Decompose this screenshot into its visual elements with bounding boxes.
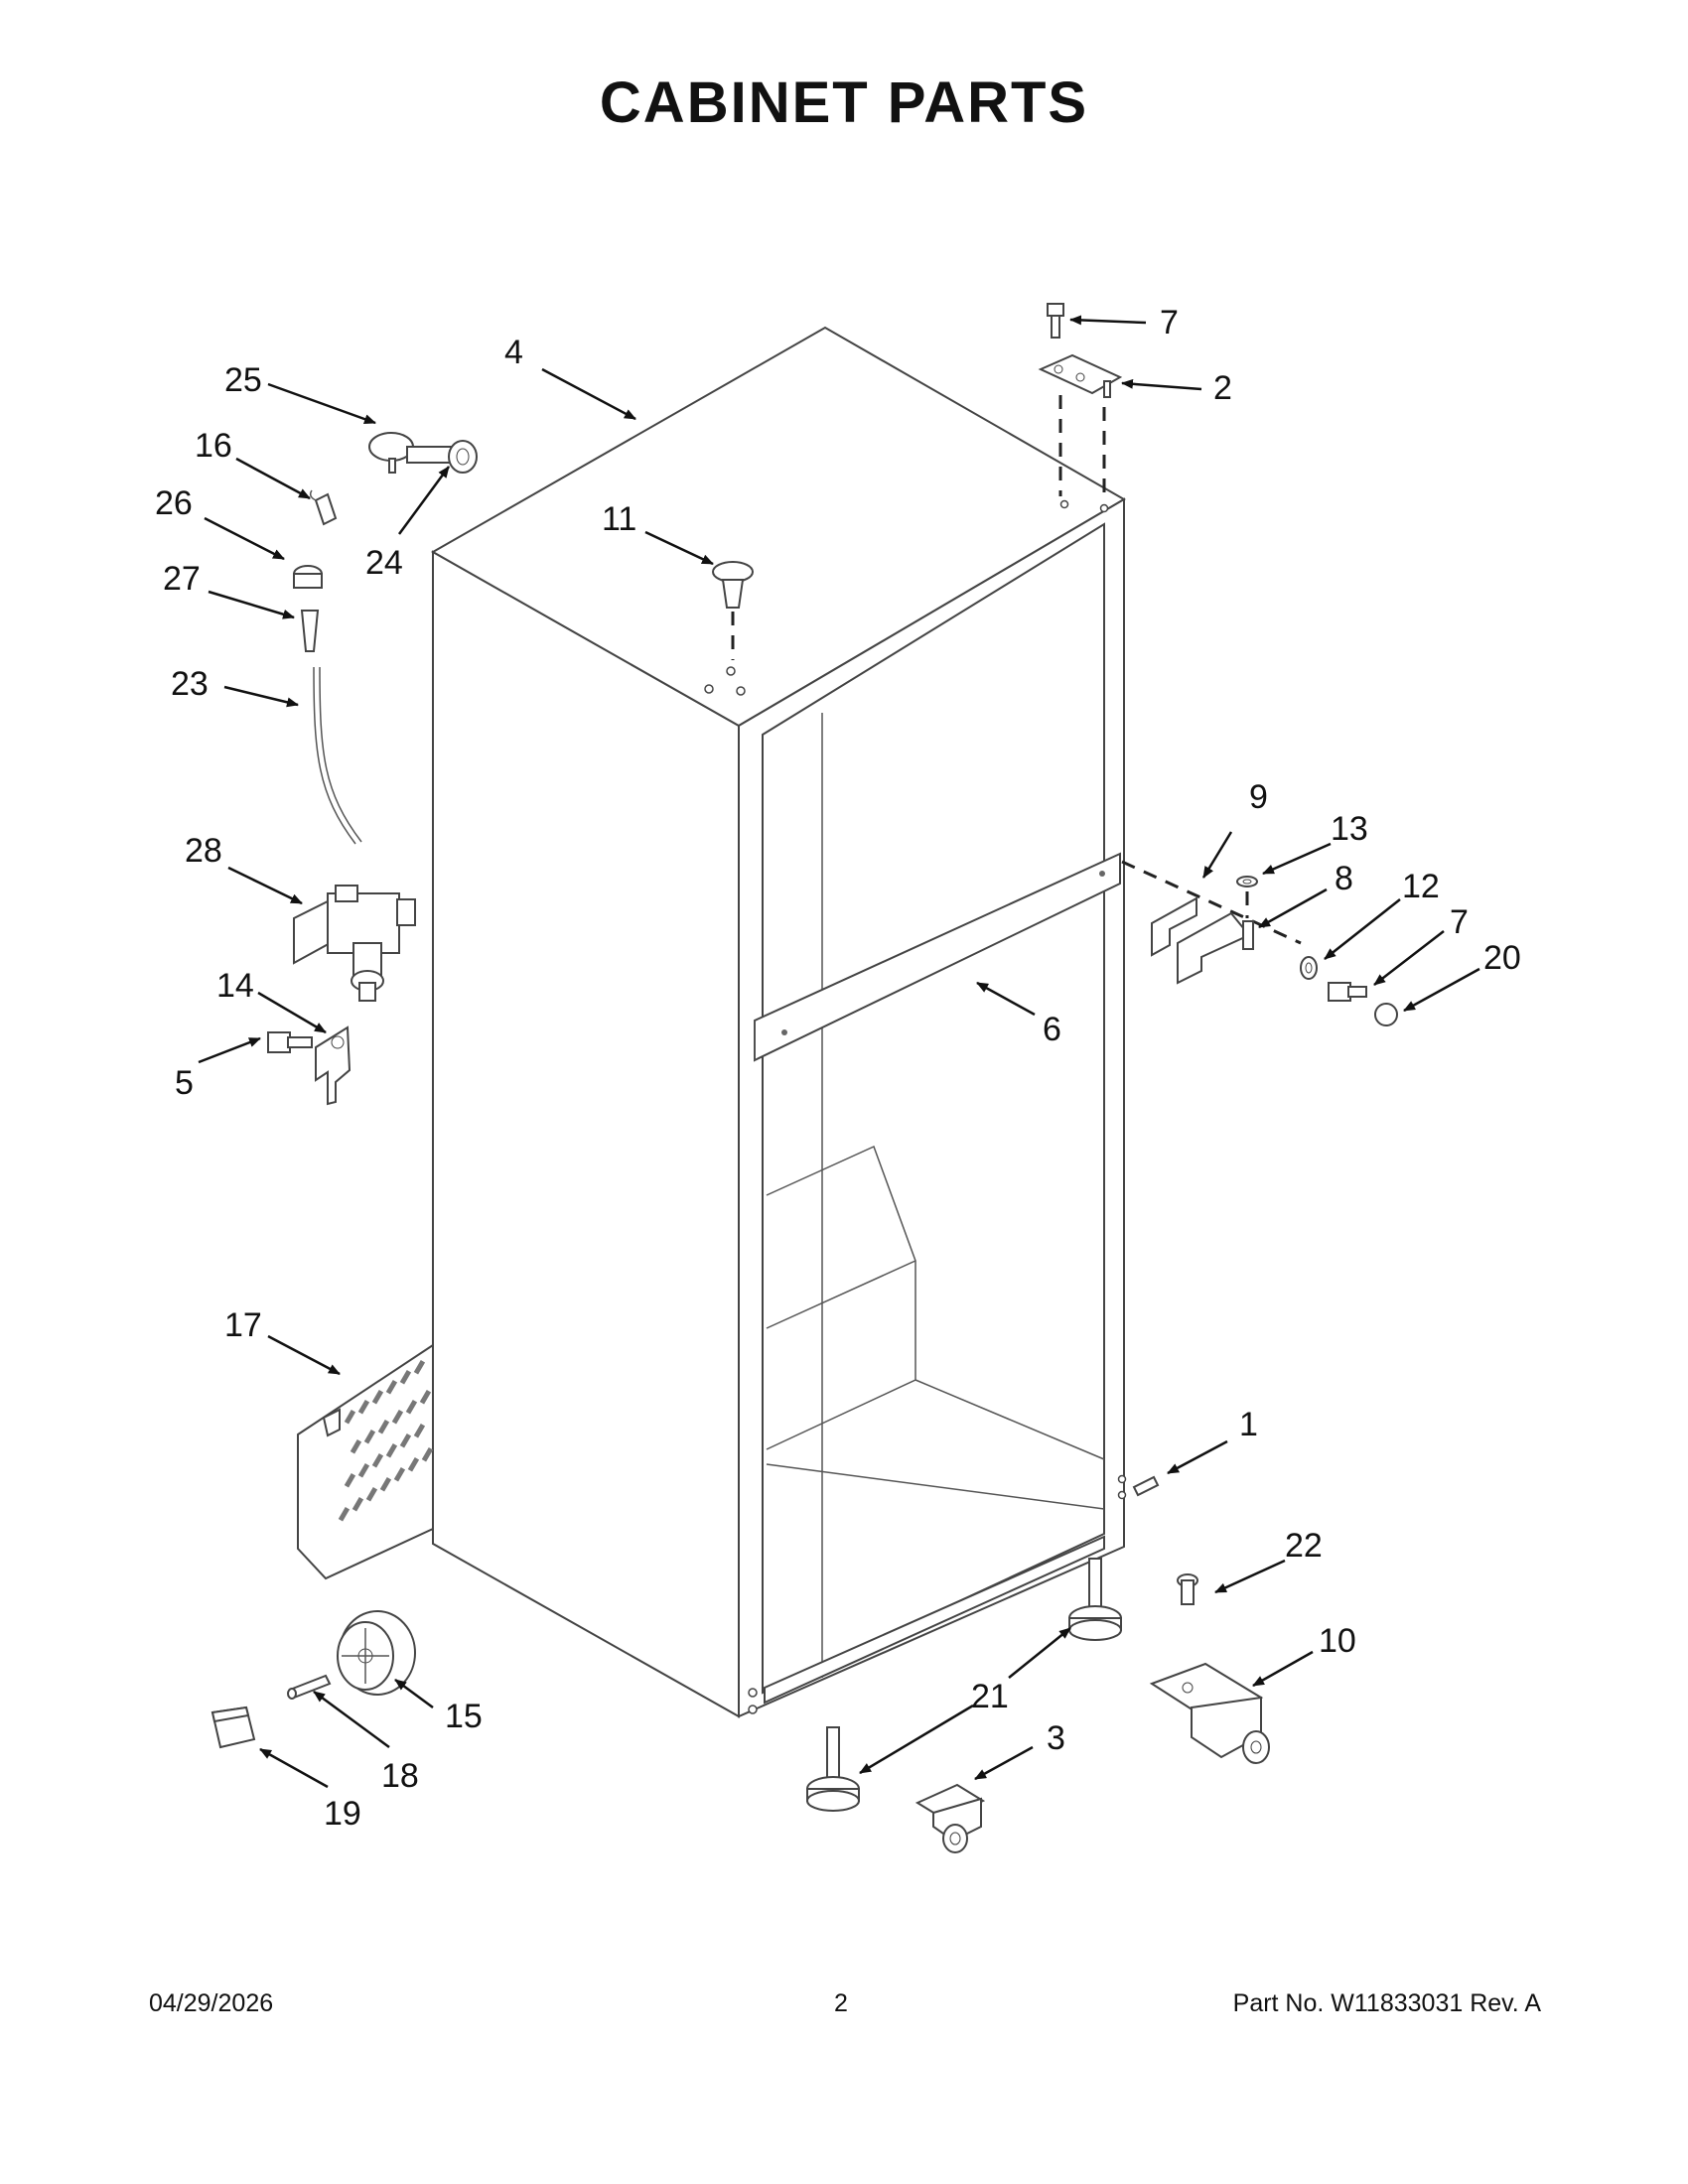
door-stop-plug — [712, 561, 754, 609]
hinge-cap — [1374, 1003, 1398, 1026]
water-valve — [293, 885, 416, 1002]
callout-19: 19 — [324, 1795, 361, 1833]
center-hinge — [1177, 911, 1254, 985]
bottom-shim — [1132, 1475, 1160, 1497]
hinge-bushing — [1300, 956, 1318, 980]
callout-28: 28 — [185, 832, 222, 870]
callout-26: 26 — [155, 484, 193, 522]
hinge-washer — [1236, 876, 1258, 887]
tube-clip — [309, 489, 338, 526]
center-hinge-shim — [1151, 896, 1197, 957]
leveling-leg-right — [1068, 1558, 1122, 1641]
wheel-cap — [211, 1706, 256, 1749]
callout-7-center: 7 — [1450, 903, 1469, 941]
cabinet-body — [430, 326, 1127, 1718]
footer-page-number: 2 — [834, 1989, 848, 2017]
wheel-axle — [287, 1674, 332, 1700]
valve-bracket — [315, 1025, 352, 1106]
front-roller — [914, 1783, 986, 1853]
top-hinge-screw — [1047, 303, 1064, 339]
leveling-leg-left — [806, 1726, 860, 1812]
callout-25: 25 — [224, 361, 262, 399]
roller-screw — [1177, 1573, 1198, 1605]
callout-3: 3 — [1047, 1719, 1065, 1757]
hinge-pin-screw — [1328, 982, 1367, 1002]
top-hinge — [1038, 353, 1123, 398]
rear-wheel — [337, 1610, 416, 1696]
roller-bracket — [1149, 1662, 1270, 1764]
callout-20: 20 — [1483, 939, 1521, 977]
callout-arrows — [198, 315, 1480, 1789]
tube-insert — [300, 610, 320, 652]
water-tube — [313, 666, 362, 845]
callout-16: 16 — [195, 427, 232, 465]
callout-15: 15 — [445, 1698, 483, 1735]
callout-11: 11 — [602, 500, 636, 538]
bracket-screw — [267, 1031, 313, 1053]
callout-13: 13 — [1331, 810, 1368, 848]
callout-18: 18 — [381, 1757, 419, 1795]
page-title: CABINET PARTS — [599, 70, 1089, 135]
callout-23: 23 — [171, 665, 209, 703]
footer-part-number: Part No. W11833031 Rev. A — [1232, 1989, 1541, 2017]
footer-date: 04/29/2026 — [149, 1989, 274, 2017]
tube-nut — [293, 565, 323, 589]
callout-14: 14 — [216, 967, 254, 1005]
rear-access-cover — [297, 1343, 434, 1580]
callout-22: 22 — [1285, 1527, 1323, 1565]
callout-5: 5 — [175, 1064, 194, 1102]
callout-8: 8 — [1335, 860, 1353, 897]
callout-9: 9 — [1249, 778, 1268, 816]
water-inlet-fitting — [368, 432, 478, 474]
callout-24: 24 — [365, 544, 403, 582]
callout-21: 21 — [971, 1678, 1009, 1715]
callout-27: 27 — [163, 560, 201, 598]
callout-10: 10 — [1319, 1622, 1356, 1660]
callout-7-top: 7 — [1160, 304, 1179, 341]
callout-1: 1 — [1239, 1406, 1258, 1443]
callout-2: 2 — [1213, 369, 1232, 407]
callout-6: 6 — [1043, 1011, 1061, 1048]
callout-17: 17 — [224, 1306, 262, 1344]
callout-12: 12 — [1402, 868, 1440, 905]
callout-4: 4 — [504, 334, 523, 371]
callout-labels: 1 2 3 4 5 6 7 7 8 9 10 11 12 13 14 15 16… — [155, 304, 1521, 1833]
